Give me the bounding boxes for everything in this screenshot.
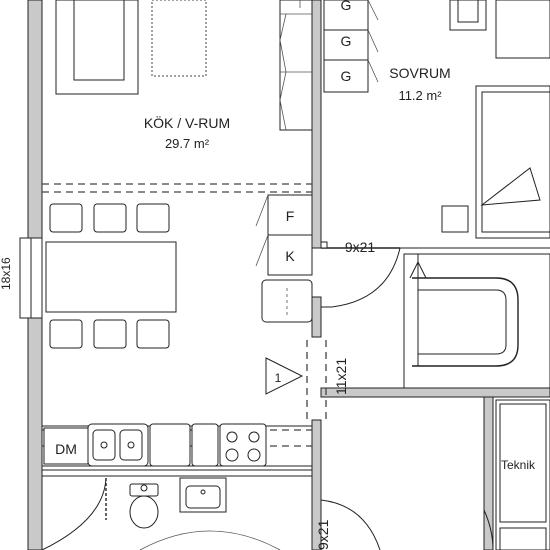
shower-curve [139, 530, 281, 550]
fridge [267, 194, 313, 236]
bath-door-size: 9x21 [315, 519, 331, 550]
bedroom-area: 11.2 m² [398, 88, 442, 103]
wardrobe-g-top-label: G [341, 0, 352, 13]
counter-cabinet [149, 423, 191, 467]
wardrobe-g-bot-label: G [341, 68, 352, 84]
dining-chair [93, 319, 127, 349]
kitchen-living-area: 29.7 m² [165, 136, 210, 151]
bed-folded-cover [480, 167, 541, 206]
central-wall-segment [311, 296, 322, 338]
shelf-unit [279, 0, 313, 131]
technical-label: Teknik [501, 458, 536, 472]
toilet-tank [129, 483, 159, 497]
wardrobe-g-mid-label: G [341, 33, 352, 49]
dining-chair [49, 319, 83, 349]
bedroom-name: SOVRUM [389, 65, 450, 81]
cooler-label: K [285, 248, 295, 264]
technical-room-wall [483, 396, 494, 550]
bedroom-south-wall [320, 387, 550, 398]
section-marker [265, 357, 304, 395]
bedroom-door-swing [321, 247, 401, 308]
toilet-bowl [129, 495, 159, 529]
hall-opening-size: 11x21 [333, 358, 349, 395]
bath-entry-swing [41, 477, 107, 550]
kitchen-living-name: KÖK / V-RUM [144, 114, 230, 131]
nightstand [441, 205, 469, 233]
counter-cabinet [191, 423, 219, 467]
desk [495, 0, 550, 59]
dining-chair [93, 203, 127, 233]
section-marker-number: 1 [275, 371, 282, 385]
dishwasher-label: DM [55, 441, 77, 457]
dining-chair [136, 319, 170, 349]
bedroom-wardrobe [403, 253, 550, 389]
stove [219, 423, 267, 467]
dining-chair [136, 203, 170, 233]
cooler [267, 234, 313, 276]
bedroom-door-size: 9x21 [345, 239, 376, 255]
fridge-label: F [286, 208, 295, 224]
west-window-size-label: 18x16 [0, 257, 13, 290]
rug [151, 0, 207, 77]
dining-table [45, 241, 177, 313]
wardrobe-rail [412, 277, 519, 367]
dishwasher [43, 427, 89, 465]
bedroom-west-wall [311, 0, 322, 249]
wardrobe-g-bot [323, 59, 369, 93]
bath-door-swing [320, 499, 381, 550]
bath-east-wall [311, 419, 322, 550]
dining-chair [49, 203, 83, 233]
